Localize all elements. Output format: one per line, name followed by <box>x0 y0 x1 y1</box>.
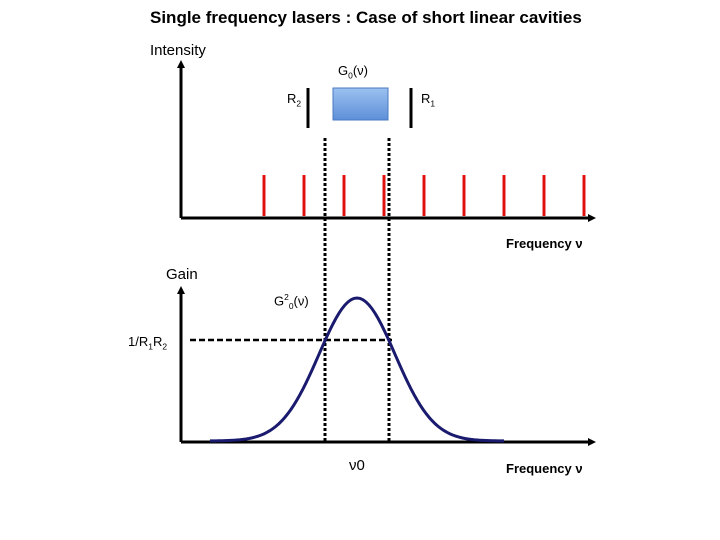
page-title: Single frequency lasers : Case of short … <box>150 8 582 27</box>
gain-medium-box <box>332 87 389 121</box>
mirror-r1-label: R1 <box>421 91 436 109</box>
gain-medium-label: G0(ν) <box>338 63 368 81</box>
center-frequency-label: ν0 <box>349 457 365 474</box>
gain-curve <box>209 296 505 443</box>
top-frequency-axis-label: Frequency ν <box>506 236 583 251</box>
intensity-axis-label: Intensity <box>150 42 206 59</box>
threshold-label: 1/R1R2 <box>128 334 168 352</box>
gain-squared-curve-label: G20(ν) <box>274 292 309 311</box>
bottom-frequency-axis-label: Frequency ν <box>506 461 583 476</box>
mirror-r2-label: R2 <box>287 91 302 109</box>
cavity-modes <box>262 175 586 216</box>
gain-axis-label: Gain <box>166 266 198 283</box>
